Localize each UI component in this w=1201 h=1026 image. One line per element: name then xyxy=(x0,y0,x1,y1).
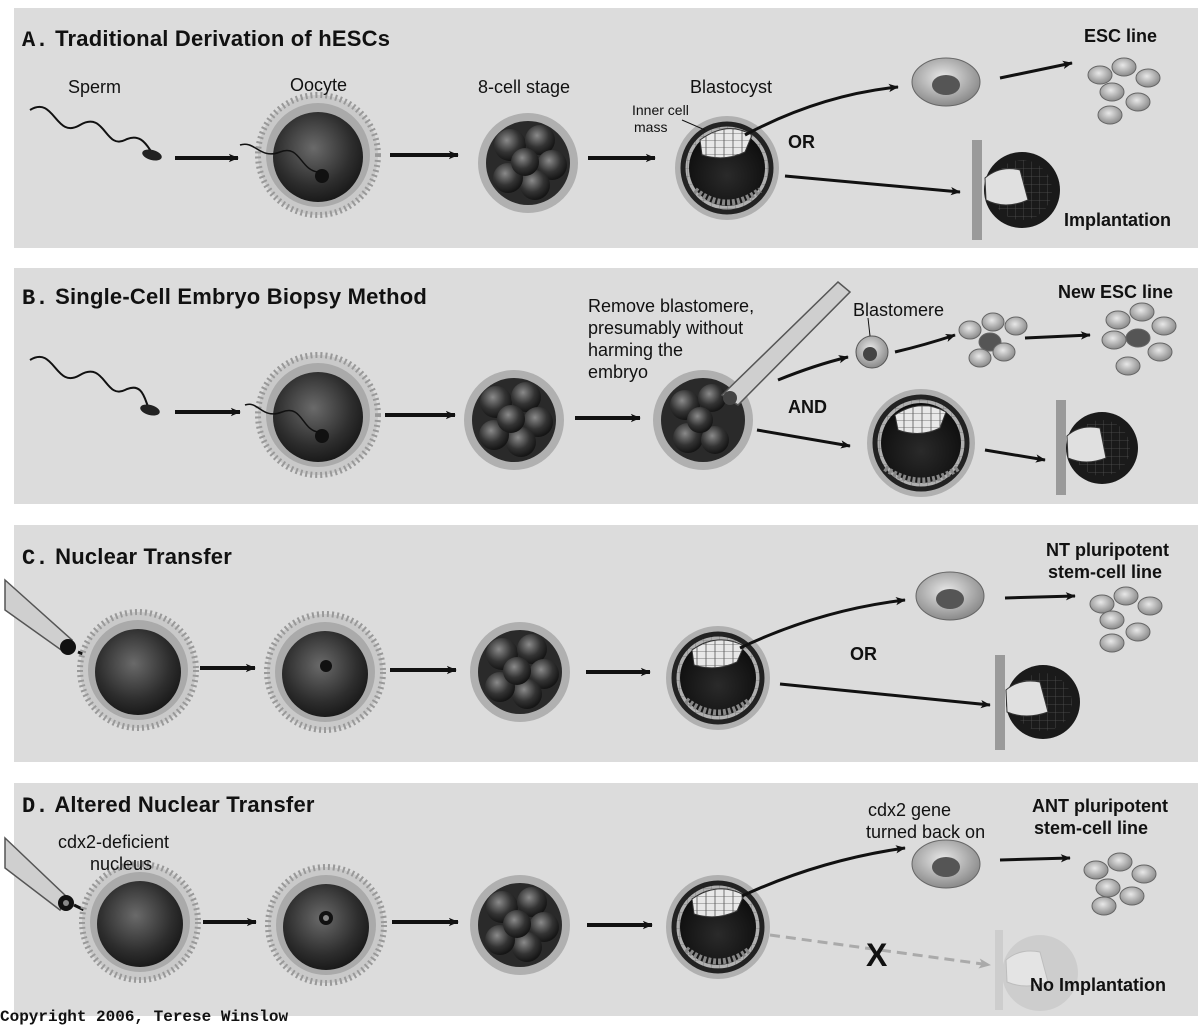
panel-b-single-cell-biopsy xyxy=(14,268,1198,504)
label-nt-line-1: NT pluripotent xyxy=(1046,540,1169,560)
eight-cell-c xyxy=(470,622,570,722)
arrow-d5 xyxy=(999,854,1071,863)
eight-cell-d xyxy=(470,875,570,975)
label-eight-cell: 8-cell stage xyxy=(478,77,571,97)
ant-pipette-d xyxy=(4,836,74,912)
label-nt-line-2: stem-cell line xyxy=(1048,562,1163,582)
label-ant-line-2: stem-cell line xyxy=(1034,818,1149,838)
enucleated-oocyte-d xyxy=(79,861,201,983)
nt-cell-c xyxy=(915,571,985,621)
label-or-a: OR xyxy=(788,132,815,152)
copyright-notice: Copyright 2006, Terese Winslow xyxy=(0,1008,289,1026)
inner-cell-pointer xyxy=(681,119,706,131)
blastomere-b xyxy=(855,317,889,369)
esc-cell-a xyxy=(911,57,981,107)
nt-colony-c xyxy=(1089,586,1163,653)
label-remove-3: harming the xyxy=(588,340,684,360)
panel-a-letter: A. xyxy=(22,28,49,53)
sperm-b xyxy=(29,356,160,416)
label-inner-cell-mass: mass xyxy=(634,119,668,135)
panel-c-letter: C. xyxy=(22,546,49,571)
arrow-c6 xyxy=(1004,592,1076,601)
panel-b-title: B. Single-Cell Embryo Biopsy Method xyxy=(22,284,427,311)
label-inner-cell: Inner cell xyxy=(632,102,689,118)
arrow-a4 xyxy=(744,83,899,137)
arrow-a5 xyxy=(784,174,961,196)
sperm-a xyxy=(29,106,162,161)
panel-c-title: C. Nuclear Transfer xyxy=(22,544,232,571)
implantation-b xyxy=(1056,400,1138,495)
oocyte-a xyxy=(239,92,381,218)
blastocyst-d xyxy=(666,875,770,979)
nt-oocyte-c xyxy=(264,611,386,733)
label-new-esc-line: New ESC line xyxy=(1058,282,1174,302)
label-oocyte: Oocyte xyxy=(290,75,348,95)
cell-cluster-b xyxy=(958,312,1028,368)
label-esc-line: ESC line xyxy=(1084,26,1158,46)
label-remove-2: presumably without xyxy=(588,318,744,338)
label-remove-1: Remove blastomere, xyxy=(588,296,755,316)
panel-d-altered-nuclear-transfer xyxy=(14,783,1198,1016)
arrow-b7 xyxy=(756,428,851,449)
label-cdx2-gene: cdx2 gene xyxy=(868,800,952,820)
arrow-b4 xyxy=(777,355,849,382)
blastocyst-b xyxy=(867,389,975,497)
blocked-arrow-d xyxy=(769,933,991,969)
x-mark: X xyxy=(866,937,888,973)
biopsy-embryo-b xyxy=(653,370,753,470)
label-and-b: AND xyxy=(788,397,827,417)
panel-b-title-text: Single-Cell Embryo Biopsy Method xyxy=(55,284,428,309)
label-remove-4: embryo xyxy=(588,362,649,382)
arrow-c5 xyxy=(779,682,991,709)
arrow-b6 xyxy=(1024,331,1091,340)
panel-a-title: A. Traditional Derivation of hESCs xyxy=(22,26,390,53)
ant-cell-d xyxy=(911,839,981,889)
label-cdx2-nucleus: nucleus xyxy=(90,854,153,874)
enucleated-oocyte-c xyxy=(77,609,199,731)
arrow-b5 xyxy=(894,333,956,354)
oocyte-b xyxy=(244,352,381,478)
implantation-c xyxy=(995,655,1080,750)
new-esc-colony-b xyxy=(1101,302,1177,376)
label-ant-line-1: ANT pluripotent xyxy=(1032,796,1168,816)
label-blastocyst: Blastocyst xyxy=(690,77,773,97)
esc-colony-a xyxy=(1087,57,1161,125)
label-blastomere: Blastomere xyxy=(853,300,945,320)
arrow-a6 xyxy=(999,60,1073,80)
arrow-c4 xyxy=(739,596,906,650)
label-implantation: Implantation xyxy=(1064,210,1171,230)
biopsy-pipette xyxy=(720,280,852,406)
implantation-a xyxy=(972,140,1060,240)
label-turned-back-on: turned back on xyxy=(866,822,986,842)
arrow-d4 xyxy=(741,845,906,898)
label-cdx2-deficient: cdx2-deficient xyxy=(58,832,170,852)
blastocyst-c xyxy=(666,626,770,730)
arrow-b8 xyxy=(984,448,1046,463)
ant-oocyte-d xyxy=(265,864,387,986)
nt-pipette-c xyxy=(4,578,76,655)
eight-cell-a xyxy=(478,113,578,213)
panel-d-title: D. Altered Nuclear Transfer xyxy=(22,792,315,819)
faded-implantation-d xyxy=(995,930,1078,1011)
panel-c-title-text: Nuclear Transfer xyxy=(55,544,232,569)
panel-a-title-text: Traditional Derivation of hESCs xyxy=(55,26,391,51)
label-or-c: OR xyxy=(850,644,877,664)
panel-b-letter: B. xyxy=(22,286,49,311)
ant-colony-d xyxy=(1083,852,1157,916)
label-no-implantation: No Implantation xyxy=(1030,975,1166,995)
label-sperm: Sperm xyxy=(68,77,122,97)
panel-d-title-text: Altered Nuclear Transfer xyxy=(54,792,315,817)
panel-d-letter: D. xyxy=(22,794,49,819)
blastocyst-a xyxy=(675,116,779,220)
eight-cell-b xyxy=(464,370,564,470)
